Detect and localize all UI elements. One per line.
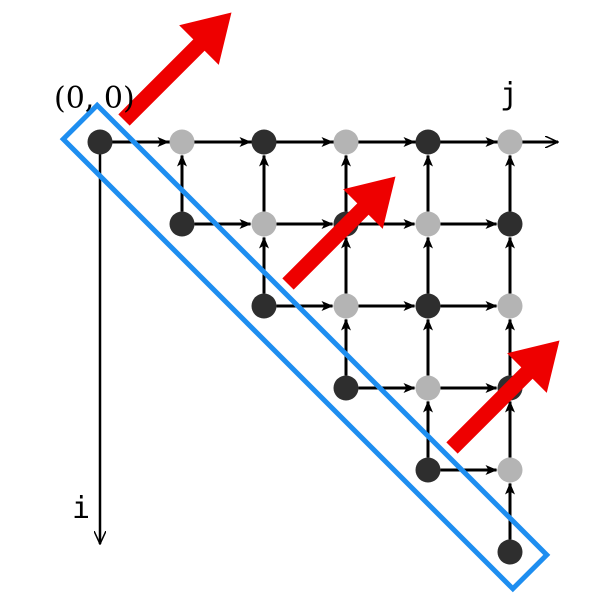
- grid-node-0-4: [415, 129, 441, 155]
- grid-edges: [112, 137, 515, 540]
- grid-node-4-4: [415, 457, 441, 483]
- i-axis-label: i: [72, 491, 90, 526]
- origin-label: (0, 0): [54, 81, 135, 116]
- red-arrow-shape: [282, 176, 396, 290]
- grid-node-0-3: [333, 129, 359, 155]
- grid-node-3-4: [415, 375, 441, 401]
- red-arrow-4: [446, 340, 560, 454]
- red-arrow-0: [118, 12, 232, 126]
- red-arrows: [118, 12, 560, 454]
- grid-node-4-5: [497, 457, 523, 483]
- grid-node-1-1: [169, 211, 195, 237]
- grid-node-0-1: [169, 129, 195, 155]
- diagonal-highlight: [59, 101, 551, 593]
- grid-node-2-3: [333, 293, 359, 319]
- grid-node-2-2: [251, 293, 277, 319]
- diagonal-highlight-box: [59, 101, 551, 593]
- grid-node-1-5: [497, 211, 523, 237]
- grid-node-2-5: [497, 293, 523, 319]
- grid-node-1-4: [415, 211, 441, 237]
- grid-node-1-2: [251, 211, 277, 237]
- red-arrow-2: [282, 176, 396, 290]
- grid-nodes: [87, 129, 523, 565]
- grid-node-2-4: [415, 293, 441, 319]
- grid-node-0-5: [497, 129, 523, 155]
- red-arrow-shape: [446, 340, 560, 454]
- j-axis-label: j: [500, 77, 518, 112]
- grid-node-3-3: [333, 375, 359, 401]
- axes: [100, 142, 558, 544]
- grid-node-0-0: [87, 129, 113, 155]
- red-arrow-shape: [118, 12, 232, 126]
- grid-node-0-2: [251, 129, 277, 155]
- grid-node-5-5: [497, 539, 523, 565]
